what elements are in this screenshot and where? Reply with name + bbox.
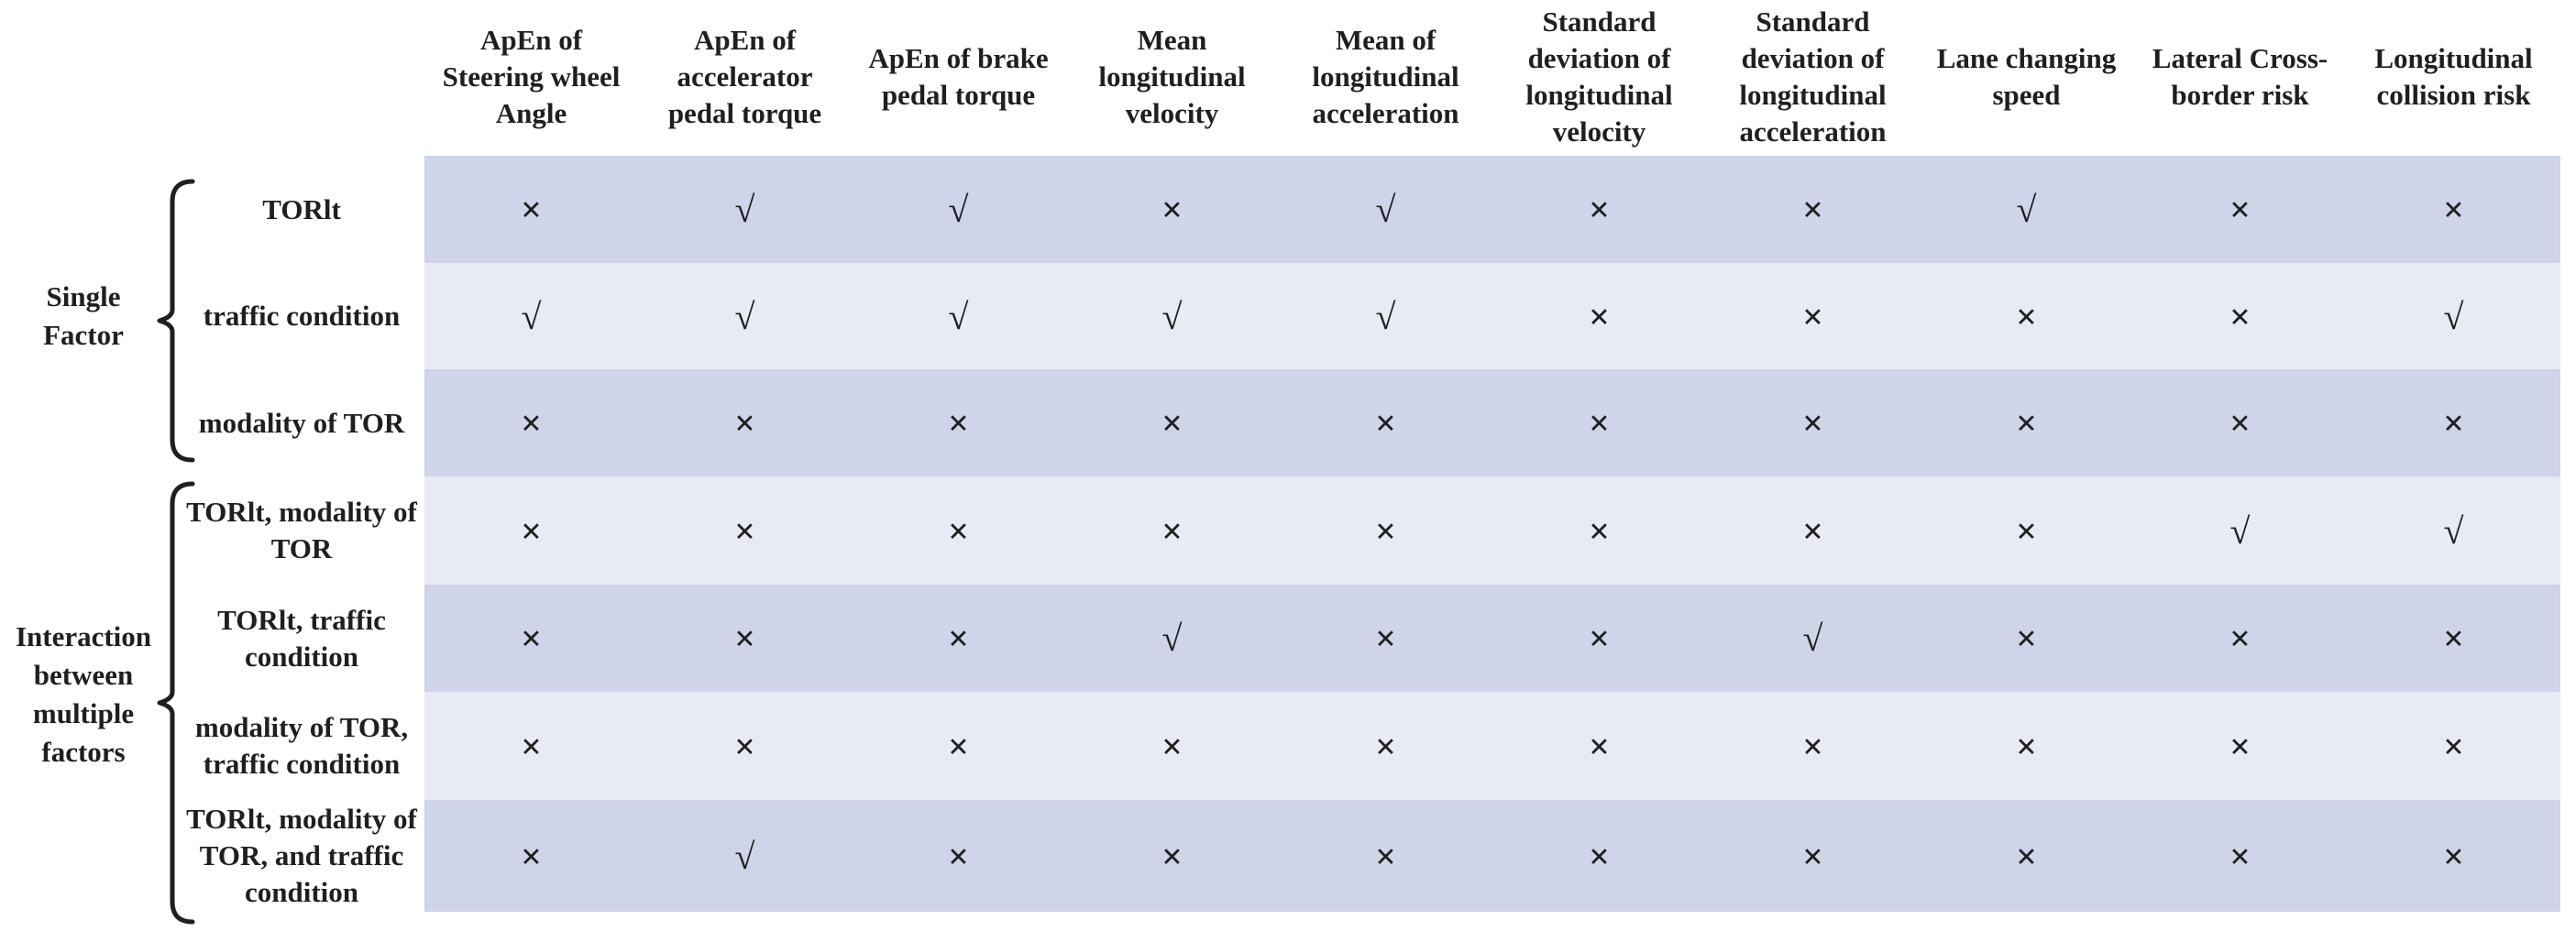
- column-header: Lateral Cross-border risk: [2152, 42, 2328, 111]
- table-row: √ √ √ √ √ × × × × √: [424, 263, 2560, 369]
- table-cell: √: [734, 835, 755, 877]
- table-cell: √: [1802, 618, 1823, 659]
- table-cell: ×: [1161, 509, 1183, 552]
- table-cell: ×: [2229, 295, 2251, 337]
- table-cell: ×: [521, 509, 542, 552]
- table-cell: ×: [1161, 189, 1183, 230]
- left-brace-icon: [157, 179, 195, 463]
- table-cell: ×: [1589, 402, 1610, 444]
- table-cell: ×: [734, 402, 755, 444]
- row-label: TORlt, modality of TOR: [186, 496, 417, 564]
- row-label: TORlt, traffic condition: [217, 603, 386, 673]
- table-cell: ×: [1161, 402, 1183, 444]
- table-row: × × × × × × × × √ √: [424, 476, 2560, 585]
- table-cell: √: [1375, 189, 1396, 230]
- table-cell: ×: [1375, 835, 1396, 877]
- table-cell: ×: [1375, 618, 1396, 659]
- column-header: ApEn of Steering wheel Angle: [442, 24, 621, 129]
- table-cell: ×: [1802, 835, 1823, 877]
- table-cell: ×: [2229, 402, 2251, 444]
- table-cell: ×: [2229, 618, 2251, 659]
- row-label: TORlt, modality of TOR, and traffic cond…: [186, 803, 417, 908]
- table-cell: ×: [734, 725, 755, 767]
- table-cell: ×: [2016, 509, 2037, 552]
- table-cell: ×: [1589, 618, 1610, 659]
- table-cell: √: [2229, 509, 2251, 552]
- table-cell: ×: [1802, 402, 1823, 444]
- table-cell: ×: [521, 189, 542, 230]
- table-row: × × × √ × × √ × × ×: [424, 585, 2560, 692]
- table-row: × × × × × × × × × ×: [424, 692, 2560, 800]
- table-row: × √ √ × √ × × √ × ×: [424, 156, 2560, 263]
- table-cell: √: [734, 189, 755, 230]
- table-cell: ×: [734, 509, 755, 552]
- table-cell: ×: [1589, 725, 1610, 767]
- row-label: modality of TOR: [198, 406, 405, 439]
- column-header: Lane changing speed: [1936, 42, 2117, 111]
- row-label: modality of TOR, traffic condition: [194, 711, 409, 780]
- column-header: Mean of longitudinal acceleration: [1312, 24, 1459, 129]
- table-cell: ×: [1589, 509, 1610, 552]
- column-header: ApEn of brake pedal torque: [868, 42, 1049, 111]
- table-cell: ×: [521, 618, 542, 659]
- table-row: × √ × × × × × × × ×: [424, 800, 2560, 912]
- table-cell: ×: [1375, 509, 1396, 552]
- column-header: Standard deviation of longitudinal veloc…: [1525, 5, 1673, 148]
- table-cell: ×: [948, 725, 969, 767]
- table-cell: ×: [2016, 618, 2037, 659]
- table-cell: ×: [2016, 295, 2037, 337]
- table-row: × × × × × × × × × ×: [424, 369, 2560, 476]
- table-cell: √: [1375, 295, 1396, 337]
- group-label: Single Factor: [43, 280, 124, 351]
- table-cell: ×: [1375, 725, 1396, 767]
- table-cell: ×: [1589, 835, 1610, 877]
- column-header: Longitudinal collision risk: [2374, 42, 2533, 111]
- group-label: Interaction between multiple factors: [15, 619, 152, 768]
- table-cell: ×: [2443, 402, 2464, 444]
- column-header: Standard deviation of longitudinal accel…: [1739, 5, 1887, 148]
- table-cell: ×: [948, 835, 969, 877]
- table-cell: √: [1161, 618, 1183, 659]
- table-cell: ×: [1375, 402, 1396, 444]
- table-cell: √: [2443, 509, 2464, 552]
- table-cell: ×: [1802, 509, 1823, 552]
- table-cell: ×: [521, 835, 542, 877]
- table-cell: ×: [2016, 725, 2037, 767]
- table-cell: √: [948, 295, 969, 337]
- table-cell: ×: [1802, 189, 1823, 230]
- table-cell: ×: [2229, 189, 2251, 230]
- table-cell: √: [521, 295, 542, 337]
- left-brace-icon: [157, 481, 195, 925]
- table-cell: ×: [1161, 835, 1183, 877]
- table-cell: √: [734, 295, 755, 337]
- table-cell: √: [2016, 189, 2037, 230]
- row-label: TORlt: [262, 192, 341, 225]
- table-cell: ×: [948, 402, 969, 444]
- table-cell: ×: [2443, 189, 2464, 230]
- table-cell: ×: [2229, 725, 2251, 767]
- table-cell: ×: [521, 725, 542, 767]
- table-cell: ×: [2443, 835, 2464, 877]
- table-cell: ×: [1802, 295, 1823, 337]
- table-cell: ×: [2016, 402, 2037, 444]
- table-cell: ×: [2016, 835, 2037, 877]
- table-cell: ×: [2443, 725, 2464, 767]
- table-cell: √: [2443, 295, 2464, 337]
- table-cell: ×: [1589, 189, 1610, 230]
- table-cell: ×: [2229, 835, 2251, 877]
- table-cell: ×: [1589, 295, 1610, 337]
- table-cell: √: [1161, 295, 1183, 337]
- table-cell: ×: [734, 618, 755, 659]
- table-cell: ×: [948, 509, 969, 552]
- column-header: Mean longitudinal velocity: [1098, 24, 1246, 129]
- table-cell: ×: [521, 402, 542, 444]
- table-cell: ×: [1802, 725, 1823, 767]
- column-header: ApEn of accelerator pedal torque: [667, 24, 822, 129]
- table-cell: ×: [1161, 725, 1183, 767]
- table-cell: ×: [948, 618, 969, 659]
- table-cell: √: [948, 189, 969, 230]
- table-cell: ×: [2443, 618, 2464, 659]
- row-label: traffic condition: [203, 300, 401, 332]
